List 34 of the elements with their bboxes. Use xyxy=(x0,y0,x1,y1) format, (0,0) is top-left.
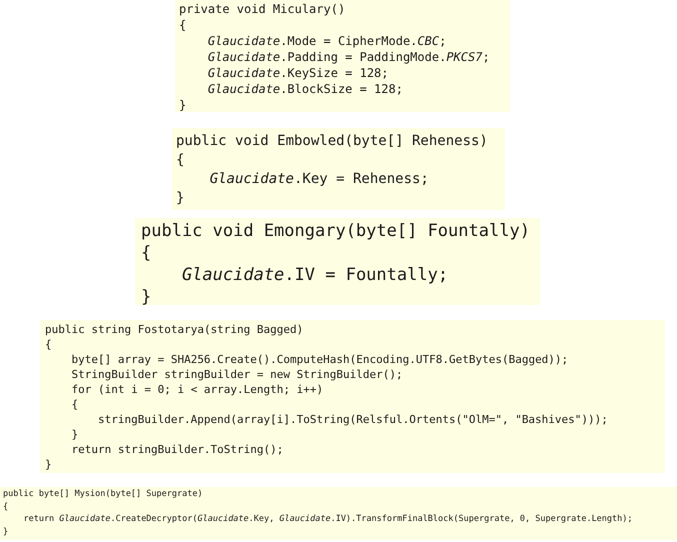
code-line: } xyxy=(179,97,186,113)
code-line: { xyxy=(70,397,78,412)
code-line: return Glaucidate.CreateDecryptor(Glaucidate.Key, Glaucidate.IV).TransformFinalBlock(Supergrate, 0, Supergrate.Length); xyxy=(22,513,633,526)
code-line: Glaucidate.Mode = CipherMode.CBC; xyxy=(206,33,446,49)
code-line: Glaucidate.Key = Reheness; xyxy=(208,170,429,189)
code-line: public string Fostotarya(string Bagged) xyxy=(45,322,304,337)
code-line: } xyxy=(70,427,78,442)
code-line: Glaucidate.Padding = PaddingMode.PKCS7; xyxy=(206,49,490,65)
code-line: stringBuilder.Append(array[i].ToString(Relsful.Ortents("OlM=", "Bashives"))); xyxy=(96,412,608,427)
code-line: { xyxy=(45,337,52,352)
code-line: { xyxy=(179,17,186,33)
code-line: public void Embowled(byte[] Reheness) xyxy=(176,132,488,151)
code-line: Glaucidate.BlockSize = 128; xyxy=(206,81,403,97)
code-line: { xyxy=(141,242,152,264)
code-line: } xyxy=(141,286,152,308)
code-panel xyxy=(40,320,665,473)
code-line: } xyxy=(176,189,184,208)
code-line: } xyxy=(45,457,52,472)
code-panel xyxy=(172,128,505,210)
code-line: for (int i = 0; i < array.Length; i++) xyxy=(70,382,324,397)
code-line: Glaucidate.KeySize = 128; xyxy=(206,65,389,81)
code-line: { xyxy=(176,151,184,170)
code-line: { xyxy=(3,500,8,513)
code-panel xyxy=(0,487,677,540)
code-panel xyxy=(135,218,540,305)
code-line: Glaucidate.IV = Fountally; xyxy=(180,264,448,286)
code-line: private void Miculary() xyxy=(179,1,346,17)
code-line: public void Emongary(byte[] Fountally) xyxy=(141,220,530,242)
code-line: return stringBuilder.ToString(); xyxy=(70,442,284,457)
code-panel xyxy=(175,0,510,112)
code-line: byte[] array = SHA256.Create().ComputeHash(Encoding.UTF8.GetBytes(Bagged)); xyxy=(70,352,568,367)
code-line: } xyxy=(3,526,8,538)
code-line: StringBuilder stringBuilder = new StringBuilder(); xyxy=(70,367,403,382)
code-line: public byte[] Mysion(byte[] Supergrate) xyxy=(3,488,203,500)
